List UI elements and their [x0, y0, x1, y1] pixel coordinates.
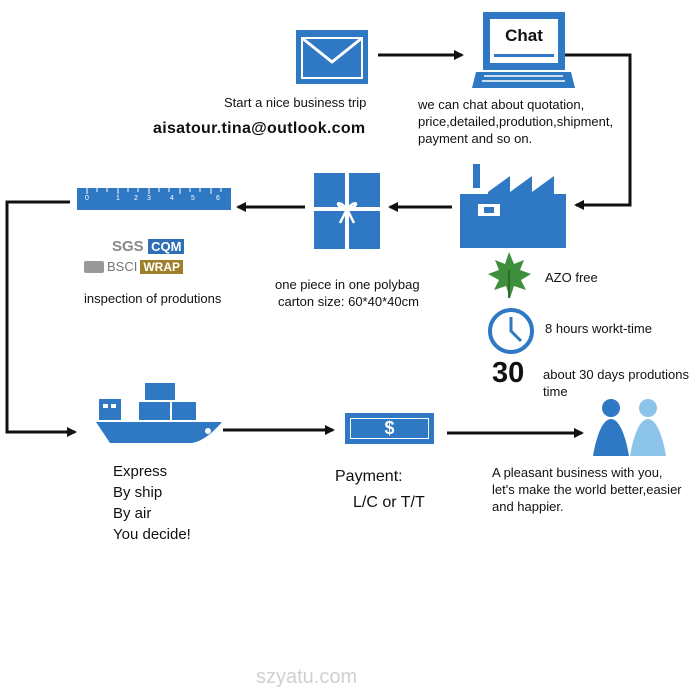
- laptop-chat-icon: Chat: [472, 12, 575, 92]
- gift-box-icon: [314, 173, 380, 249]
- watermark-text: szyatu.com: [256, 666, 358, 688]
- certification-logos-row-1: SGS CQM: [112, 238, 185, 256]
- email-address: aisatour.tina@outlook.com: [153, 120, 366, 137]
- wrap-logo: WRAP: [140, 259, 184, 274]
- inspection-label: inspection of produtions: [84, 291, 222, 306]
- ruler-mark-3: 3: [147, 195, 151, 202]
- ruler-mark-4: 4: [170, 195, 174, 202]
- clock-icon: [488, 308, 534, 354]
- chat-text-line-3: payment and so on.: [418, 131, 533, 146]
- cargo-ship-icon: [96, 383, 222, 443]
- sgs-logo: SGS: [112, 238, 144, 255]
- people-icon: [593, 399, 666, 456]
- envelope-icon: [296, 30, 368, 84]
- bsci-logo: BSCI: [107, 259, 138, 274]
- arrow-chat-to-factory: [563, 53, 632, 210]
- feature-azo-free: AZO free: [545, 270, 598, 285]
- chat-text-line-1: we can chat about quotation,: [418, 97, 585, 112]
- shipping-option-3: By air: [113, 505, 152, 522]
- ruler-mark-1: 1: [116, 195, 120, 202]
- email-step-label: Start a nice business trip: [224, 95, 367, 110]
- leaf-icon: [488, 252, 531, 298]
- ruler-mark-0: 0: [85, 195, 89, 202]
- shipping-option-1: Express: [113, 463, 168, 480]
- chat-screen-text: Chat: [505, 26, 543, 45]
- payment-method: L/C or T/T: [353, 494, 425, 511]
- ruler-mark-6: 6: [216, 195, 220, 202]
- feature-work-time: 8 hours workt-time: [545, 321, 652, 336]
- package-text-line-1: one piece in one polybag: [275, 277, 420, 292]
- feature-production-days-line-2: time: [543, 384, 568, 399]
- factory-icon: [460, 164, 566, 248]
- ruler-icon: 0 1 2 3 4 5 6: [77, 188, 231, 210]
- payment-title: Payment:: [335, 468, 403, 485]
- number-30: 30: [492, 357, 525, 389]
- cqm-logo: CQM: [148, 239, 185, 254]
- partnership-line-1: A pleasant business with you,: [492, 465, 663, 480]
- feature-production-days-line-1: about 30 days produtions: [543, 367, 689, 382]
- chat-text-line-2: price,detailed,prodution,shipment,: [418, 114, 614, 129]
- ruler-mark-2: 2: [134, 195, 138, 202]
- shipping-option-2: By ship: [113, 484, 163, 501]
- shipping-option-4: You decide!: [113, 526, 191, 543]
- package-text-line-2: carton size: 60*40*40cm: [278, 294, 419, 309]
- ruler-mark-5: 5: [191, 195, 195, 202]
- bsci-mark-icon: [84, 260, 104, 273]
- dollar-bill-icon: $: [345, 413, 434, 444]
- partnership-line-2: let's make the world better,easier: [492, 482, 682, 497]
- certification-logos-row-2: BSCI WRAP: [84, 259, 184, 274]
- dollar-symbol: $: [384, 418, 395, 438]
- partnership-line-3: and happier.: [492, 499, 564, 514]
- arrow-ruler-to-ship: [5, 200, 77, 437]
